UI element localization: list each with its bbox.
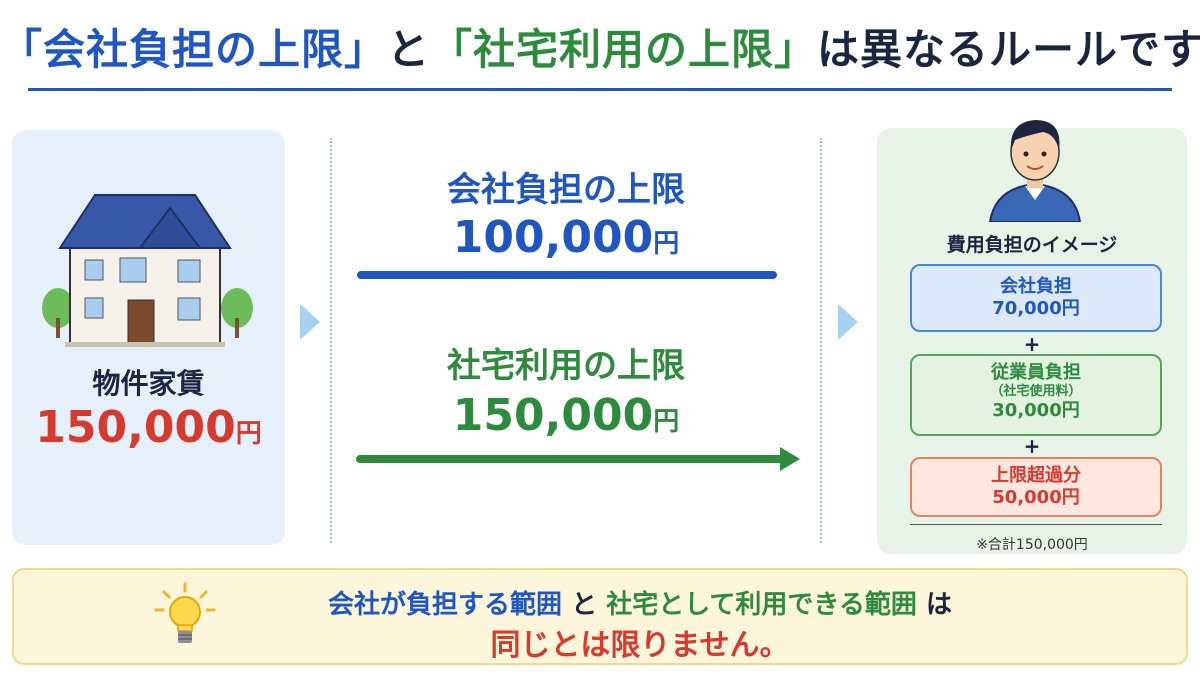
employee-burden-box: 従業員負担 （社宅使用料） 30,000円 [910,354,1162,436]
dotted-divider-left [330,138,332,543]
rent-label: 物件家賃 [92,367,205,400]
company-burden-box: 会社負担 70,000円 [910,264,1162,332]
employee-burden-sub: （社宅使用料） [990,384,1082,399]
callout-company-range: 会社が負担する範囲 [328,590,563,620]
page-title: 「会社負担の上限」と「社宅利用の上限」は異なるルールです [0,20,1200,80]
title-underline [28,88,1172,91]
callout-particle: は [925,590,952,620]
house-limit-value: 150,000円 [336,390,796,441]
excess-box: 上限超過分 50,000円 [910,457,1162,517]
excess-label: 上限超過分 [991,465,1081,486]
company-limit-label: 会社負担の上限 [447,170,685,210]
total-note: ※合計150,000円 [976,537,1088,553]
employee-burden-value: 30,000円 [992,400,1080,421]
lightbulb-icon [154,582,216,643]
callout-line-1: 会社が負担する範囲 と 社宅として利用できる範囲 は [240,584,1040,621]
company-burden-value: 70,000円 [992,298,1080,319]
excess-value: 50,000円 [992,487,1080,508]
plus-sign: + [1023,332,1041,356]
employee-burden-label: 従業員負担 [991,362,1081,383]
total-divider [910,524,1162,525]
cost-image-heading: 費用負担のイメージ [946,234,1118,256]
chevron-right-icon [300,304,320,340]
person-illustration [988,120,1082,222]
house-illustration [42,194,253,347]
rent-amount: 150,000 [35,402,236,453]
company-limit-unit: 円 [653,229,680,259]
callout-line-2: 同じとは限りません。 [490,628,790,663]
chevron-right-icon [838,304,858,340]
title-house-limit: 「社宅利用の上限」 [430,25,818,74]
house-limit-arrow [356,447,800,471]
company-limit-amount: 100,000 [452,212,654,263]
house-limit-amount: 150,000 [452,390,654,441]
rent-value: 150,000円 [12,402,285,453]
company-limit-value: 100,000円 [336,212,796,263]
house-limit-unit: 円 [653,407,680,437]
callout-connector: と [571,590,598,620]
rent-unit: 円 [235,419,262,449]
title-company-limit: 「会社負担の上限」 [0,25,388,74]
company-limit-bar [357,271,777,279]
company-burden-label: 会社負担 [1000,276,1072,297]
plus-sign: + [1023,434,1041,458]
title-connector: と [387,25,431,74]
title-suffix: は異なるルールです [817,25,1200,74]
dotted-divider-right [820,138,822,543]
house-limit-label: 社宅利用の上限 [447,346,685,386]
callout-house-range: 社宅として利用できる範囲 [606,590,917,620]
callout-box [12,568,1188,665]
